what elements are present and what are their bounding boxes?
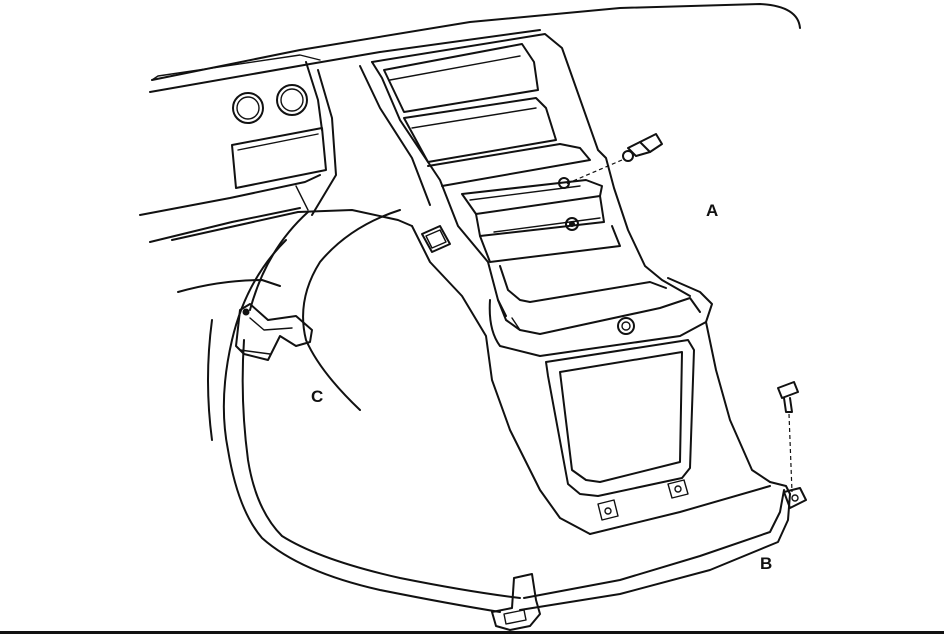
lower-trim-b (519, 479, 791, 611)
callout-b: B (760, 554, 772, 573)
dashboard-outline (139, 3, 801, 293)
screw-b (777, 381, 807, 509)
instrument-gauges (232, 84, 308, 124)
storage-bin (545, 339, 695, 497)
cluster-panel (231, 127, 327, 189)
console-body (302, 209, 771, 535)
console-face (488, 265, 713, 357)
bottom-bracket (491, 573, 541, 631)
screw-a (565, 133, 663, 185)
left-bracket (235, 303, 313, 361)
page-bottom-rule (0, 631, 944, 634)
center-stack-frame (359, 33, 691, 317)
middle-tray (461, 177, 621, 263)
side-switch (421, 225, 451, 253)
callout-a: A (706, 201, 718, 220)
callout-c: C (311, 387, 323, 406)
upper-storage-opening (383, 43, 591, 187)
side-panel-c (207, 211, 521, 613)
